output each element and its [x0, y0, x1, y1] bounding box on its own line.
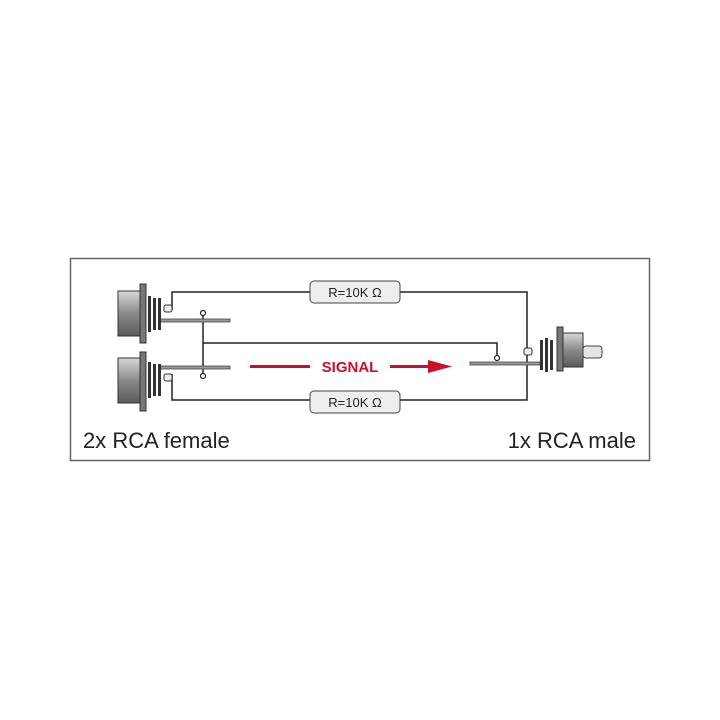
resistor-bottom-label: R=10K Ω: [328, 395, 382, 410]
wires: [171, 291, 530, 401]
male-center-pin-rod: [469, 361, 541, 366]
solder-point: [199, 372, 207, 380]
top-ground-wire-right: [400, 291, 528, 401]
rca-female-connector-top: [117, 283, 173, 344]
signal-wire: [203, 342, 498, 358]
signal-arrow-icon: [428, 360, 452, 373]
signal-line: [250, 365, 310, 368]
solder-point: [493, 354, 501, 362]
signal-label: SIGNAL: [322, 359, 379, 376]
bottom-ground-wire: [171, 374, 310, 401]
rca-female-connector-bottom: [117, 351, 173, 412]
resistor-top: R=10K Ω: [309, 280, 401, 304]
rca-male-connector: [523, 326, 603, 372]
resistor-bottom: R=10K Ω: [309, 390, 401, 414]
top-ground-wire: [171, 291, 310, 310]
solder-point: [199, 309, 207, 317]
bottom-female-center-pin: [159, 365, 231, 370]
resistor-top-label: R=10K Ω: [328, 285, 382, 300]
signal-indicator: SIGNAL: [250, 359, 452, 376]
top-female-center-pin: [159, 318, 231, 323]
signal-arrow-shaft: [390, 365, 430, 368]
left-label: 2x RCA female: [83, 428, 230, 453]
right-label: 1x RCA male: [508, 428, 636, 453]
